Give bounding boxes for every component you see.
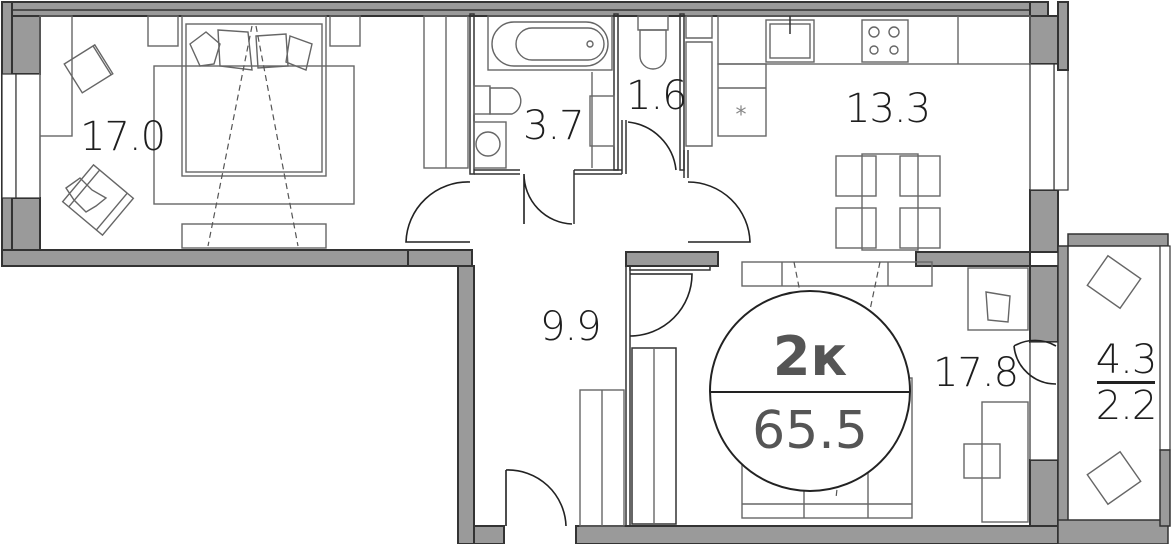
toilet-furniture bbox=[637, 15, 713, 147]
svg-text:*: * bbox=[736, 103, 747, 128]
bedroom-furniture bbox=[39, 15, 469, 249]
balcony-area-reduced: 2.2 bbox=[1095, 383, 1158, 429]
apartment-total-area: 65.5 bbox=[752, 401, 868, 461]
fraction-bar bbox=[1097, 381, 1155, 384]
apartment-summary-badge bbox=[709, 290, 911, 492]
room-area-living-room: 17.8 bbox=[933, 350, 1019, 396]
room-area-kitchen: 13.3 bbox=[845, 86, 931, 132]
bathroom-furniture bbox=[473, 15, 615, 169]
hallway-furniture bbox=[579, 347, 677, 527]
apartment-type-label: 2к bbox=[772, 325, 848, 388]
balcony-furniture bbox=[1086, 254, 1142, 506]
balcony-area-total: 4.3 bbox=[1095, 337, 1158, 383]
kitchen-furniture: * bbox=[717, 15, 1031, 251]
room-area-hallway: 9.9 bbox=[540, 304, 602, 350]
room-area-bathroom: 3.7 bbox=[523, 103, 585, 149]
doors bbox=[405, 121, 1057, 527]
room-area-balcony: 4.3 2.2 bbox=[1093, 340, 1159, 426]
room-area-bedroom: 17.0 bbox=[80, 114, 166, 160]
room-area-toilet: 1.6 bbox=[626, 73, 688, 119]
